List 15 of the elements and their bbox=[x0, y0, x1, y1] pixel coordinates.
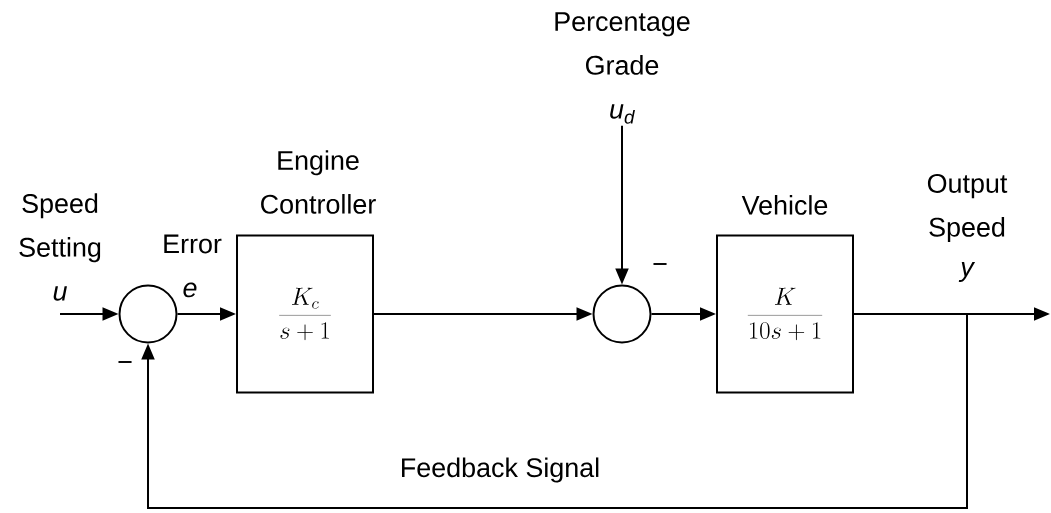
text-label: Speed Setting u bbox=[19, 193, 101, 301]
minus-sign: − bbox=[118, 361, 132, 363]
edge-label: Feedback Signal bbox=[398, 456, 602, 484]
summing-junction bbox=[118, 284, 178, 344]
block-box: $\frac{K_c}{s+1}$ bbox=[236, 234, 374, 394]
block-heading: Vehicle bbox=[741, 195, 828, 215]
text-label: Percentage Grade u$_{d}$ bbox=[555, 12, 690, 124]
arrow bbox=[141, 313, 968, 509]
block-heading: Engine Controller bbox=[261, 150, 376, 214]
block-box: $\frac{K}{10s+1}$ bbox=[716, 234, 854, 394]
minus-sign: − bbox=[653, 263, 667, 265]
edge-label: e bbox=[181, 281, 199, 299]
text-label: Error bbox=[164, 234, 222, 254]
summing-junction bbox=[592, 284, 652, 344]
text-label: y bbox=[958, 262, 976, 282]
